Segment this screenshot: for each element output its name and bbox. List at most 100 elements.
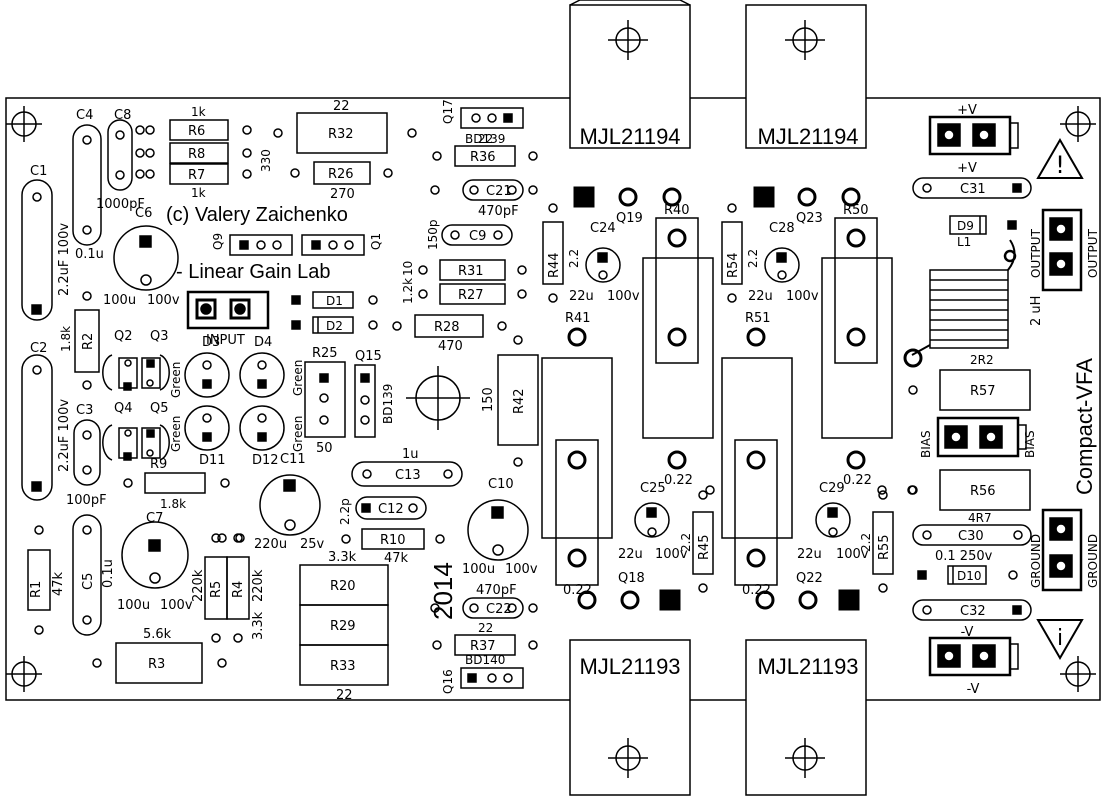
label-R4-value: 220k: [251, 569, 266, 602]
label-R25-value: 50: [316, 441, 333, 456]
label-C9: C9: [469, 229, 486, 244]
label-C12: C12: [378, 502, 404, 517]
label-Q1: Q1: [369, 233, 383, 250]
inductor-L1: [903, 239, 1017, 368]
label-C2-value: 2.2uF 100v: [57, 399, 72, 472]
resistor-R37: [432, 634, 538, 656]
label-input: INPUT: [206, 333, 245, 348]
connector-bias: [936, 416, 1027, 458]
label-Q23: Q23: [796, 211, 823, 226]
resistor-R33: [299, 644, 389, 686]
resistor-R32: [273, 112, 417, 154]
label-ground-2: GROUND: [1086, 534, 1100, 588]
label-R50-value: 0.22: [843, 473, 872, 488]
label-Q4: Q4: [114, 401, 133, 416]
label-C29-value-2: 100v: [836, 547, 869, 562]
label-R20: R20: [330, 579, 356, 594]
label-R25: R25: [312, 346, 338, 361]
label-C6: C6: [135, 206, 152, 221]
label-R42: R42: [512, 388, 527, 414]
resistor-R51: [721, 327, 793, 586]
mounting-hole: [6, 106, 42, 142]
label-R1: R1: [29, 581, 44, 598]
label-C22: C22: [486, 602, 512, 617]
label-C8-value: 1000pF: [96, 197, 145, 212]
label-bias-2: BIAS: [1023, 430, 1037, 458]
transistor-Q1: [301, 234, 365, 256]
label-R41-value: 0.22: [563, 583, 592, 598]
resistor-R28: [392, 314, 507, 338]
capacitor-C28: [764, 247, 800, 283]
diode-D1: [291, 291, 378, 309]
label-green: Green: [169, 362, 183, 398]
warning-triangle-top: !: [1036, 138, 1084, 179]
resistor-R10: [341, 528, 445, 550]
label-D4: D4: [254, 335, 272, 350]
resistor-R50: [821, 217, 893, 470]
misc-pads: [135, 125, 917, 613]
label-R26: R26: [328, 167, 354, 182]
label-R9-value: 1.8k: [160, 497, 186, 511]
transistor-Q15: [354, 364, 376, 438]
label-Q15-value: BD139: [381, 384, 395, 424]
label-R32: R32: [328, 127, 354, 142]
capacitor-C10: [467, 499, 529, 561]
label-R31: R31: [458, 264, 484, 279]
capacitor-C31: [912, 177, 1032, 199]
capacitor-C25: [634, 502, 670, 538]
connector-output: [1041, 208, 1083, 292]
capacitor-C24: [585, 247, 621, 283]
label-C10-value-1: 100u: [462, 562, 495, 577]
transistor-Q5: [141, 424, 170, 461]
label-R44-value: 2.2: [567, 249, 581, 268]
transistor-Q17: [460, 107, 524, 129]
label-Q22: Q22: [796, 571, 823, 586]
diode-D2: [291, 316, 378, 334]
label-C4-value: 0.1u: [75, 247, 104, 262]
label-C6-value-1: 100u: [103, 293, 136, 308]
label-R45-value: 2.2: [679, 533, 693, 552]
board-outline: [5, 97, 1101, 701]
transistor-Q3: [141, 354, 170, 391]
label-C29-value-1: 22u: [797, 547, 822, 562]
label-R31-value: 10: [401, 261, 415, 276]
diode-D9: [949, 215, 1017, 235]
label-R56: R56: [970, 484, 996, 499]
label-R41: R41: [565, 311, 591, 326]
pad-row-q19: [573, 186, 682, 208]
label-R27: R27: [458, 288, 484, 303]
label-Q9: Q9: [211, 233, 225, 250]
label-C29: C29: [819, 481, 845, 496]
capacitor-C3: [73, 419, 101, 486]
label-R29: R29: [330, 619, 356, 634]
capacitor-C13: [351, 461, 463, 487]
label-R20-value: 22: [336, 688, 353, 703]
label-C6-value-2: 100v: [147, 293, 180, 308]
label-C31: C31: [960, 182, 986, 197]
label-C24-value-2: 100v: [607, 289, 640, 304]
label-L1: L1: [957, 235, 971, 249]
label-R36: R36: [470, 150, 496, 165]
transistor-Q16: [460, 667, 524, 689]
label-R56-value: 4R7: [968, 511, 992, 525]
label-C24: C24: [590, 221, 616, 236]
resistor-R26: [290, 161, 393, 185]
label-Q18: Q18: [618, 571, 645, 586]
label-C7-value-2: 100v: [160, 598, 193, 613]
label-C7-value-1: 100u: [117, 598, 150, 613]
label-Q17: Q17: [441, 99, 455, 124]
label-R42-value: 150: [481, 387, 496, 412]
label-R5-value: 220k: [191, 569, 206, 602]
pad-row-q22: [755, 589, 860, 611]
label-C11-value-1: 220u: [254, 537, 287, 552]
mounting-hole: [1060, 656, 1096, 692]
label-R55-value: 2.2: [859, 533, 873, 552]
capacitor-C32: [912, 599, 1032, 621]
label-C8: C8: [114, 108, 131, 123]
label-D3: D3: [202, 335, 220, 350]
label-C3: C3: [76, 403, 93, 418]
label-R6: R6: [188, 124, 205, 139]
led-D4: [239, 352, 285, 398]
credit-line-2: - Linear Gain Lab: [176, 261, 331, 283]
label-R32-value: 22: [333, 99, 350, 114]
